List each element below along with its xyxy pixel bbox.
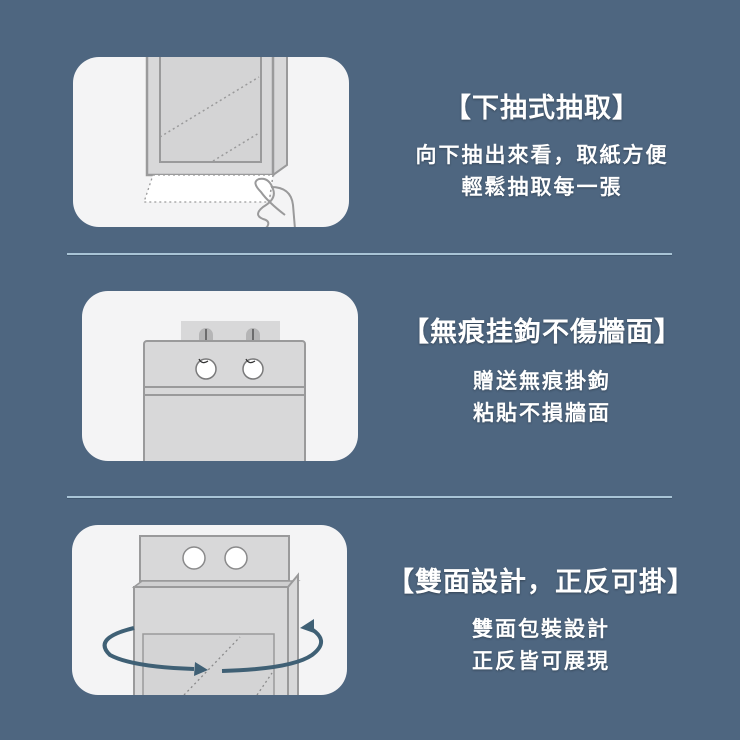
section-2-line-1: 贈送無痕掛鉤 bbox=[473, 369, 611, 393]
divider-1 bbox=[67, 253, 672, 255]
section-2-line-2: 粘貼不損牆面 bbox=[473, 401, 611, 425]
section-3-title: 【雙面設計，正反可掛】 bbox=[387, 567, 695, 598]
illustration-panel-pull-down bbox=[73, 57, 349, 227]
rotate-box-icon bbox=[102, 535, 323, 695]
section-2-title: 【無痕挂鉤不傷牆面】 bbox=[402, 317, 682, 348]
box-pull-down-icon bbox=[143, 57, 296, 227]
section-1-title: 【下抽式抽取】 bbox=[444, 93, 640, 124]
section-3-text: 【雙面設計，正反可掛】 雙面包裝設計 正反皆可展現 bbox=[352, 560, 730, 677]
divider-2 bbox=[67, 496, 672, 498]
illustration-panel-hook bbox=[82, 291, 358, 461]
section-1-line-2: 輕鬆抽取每一張 bbox=[461, 175, 623, 199]
section-2-text: 【無痕挂鉤不傷牆面】 贈送無痕掛鉤 粘貼不損牆面 bbox=[366, 310, 718, 429]
section-3-line-2: 正反皆可展現 bbox=[472, 649, 610, 673]
section-1-text: 【下抽式抽取】 向下抽出來看，取紙方便 輕鬆抽取每一張 bbox=[372, 86, 712, 203]
hook-hanging-icon bbox=[143, 321, 306, 461]
section-3-line-1: 雙面包裝設計 bbox=[472, 617, 610, 641]
illustration-panel-rotate bbox=[72, 525, 347, 695]
section-1-line-1: 向下抽出來看，取紙方便 bbox=[415, 143, 669, 167]
